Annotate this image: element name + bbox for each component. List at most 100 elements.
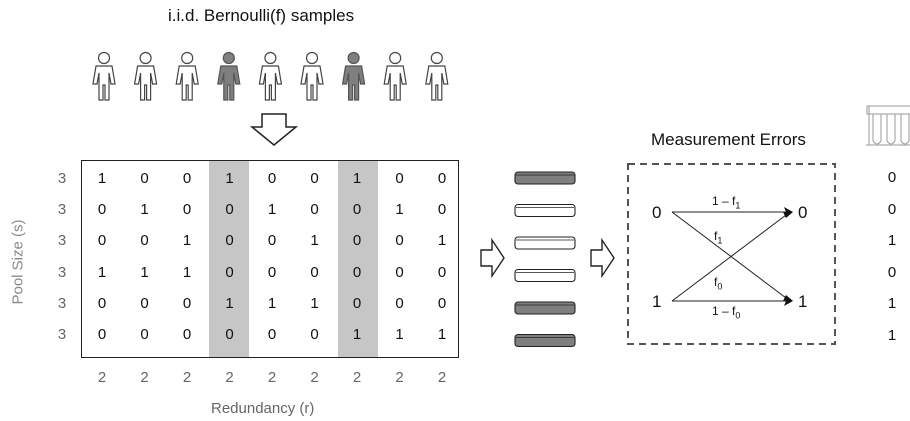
matrix-cell: 1 xyxy=(395,201,404,219)
matrix-cell: 0 xyxy=(395,263,404,281)
redundancy-label: 2 xyxy=(352,369,362,386)
matrix-cell: 0 xyxy=(267,170,277,187)
person-icon xyxy=(341,51,366,101)
matrix-cell: 1 xyxy=(437,326,447,343)
matrix-cell: 0 xyxy=(352,232,362,250)
matrix-cell: 0 xyxy=(395,170,404,187)
matrix-cell: 1 xyxy=(140,263,149,281)
redundancy-label: 2 xyxy=(182,369,192,386)
matrix-cell: 1 xyxy=(182,232,192,250)
matrix-cell: 1 xyxy=(352,170,362,187)
pool-size-label: 3 xyxy=(57,201,67,219)
matrix-cell: 1 xyxy=(225,170,234,187)
matrix-cell: 0 xyxy=(352,201,362,219)
output-value: 0 xyxy=(887,200,897,218)
matrix-cell: 0 xyxy=(310,263,319,281)
person-icon xyxy=(258,51,283,101)
channel-output-1: 1 xyxy=(798,292,808,311)
matrix-cell: 0 xyxy=(97,326,107,343)
redundancy-label: 2 xyxy=(437,369,447,386)
person-icon xyxy=(175,51,199,101)
shaded-column xyxy=(209,161,249,357)
matrix-cell: 0 xyxy=(140,294,149,312)
matrix-cell: 1 xyxy=(310,232,319,250)
person-icon xyxy=(217,51,241,101)
matrix-cell: 0 xyxy=(267,263,277,281)
pool-positive xyxy=(514,171,576,185)
matrix-cell: 0 xyxy=(395,232,404,250)
person-icon xyxy=(133,51,158,101)
right-arrow-icon xyxy=(480,237,505,279)
test-tube-rack-icon xyxy=(866,105,910,146)
matrix-cell: 0 xyxy=(352,263,362,281)
matrix-cell: 0 xyxy=(352,294,362,312)
matrix-cell: 1 xyxy=(97,263,107,281)
redundancy-label: 2 xyxy=(395,369,404,386)
matrix-cell: 0 xyxy=(225,263,234,281)
matrix-cell: 0 xyxy=(267,326,277,343)
matrix-cell: 1 xyxy=(225,294,234,312)
channel-input-0: 0 xyxy=(652,203,662,222)
matrix-cell: 0 xyxy=(267,232,277,250)
label-cross-top: f1 xyxy=(714,229,723,246)
redundancy-label: 2 xyxy=(97,369,107,386)
down-arrow-icon xyxy=(249,113,299,146)
matrix-cell: 0 xyxy=(182,294,192,312)
person-icon xyxy=(92,51,116,101)
diagram-title: i.i.d. Bernoulli(f) samples xyxy=(168,6,355,25)
matrix-cell: 1 xyxy=(182,263,192,281)
person-icon xyxy=(300,51,324,101)
output-value: 1 xyxy=(887,326,897,344)
x-axis-label: Redundancy (r) xyxy=(211,400,315,417)
matrix-cell: 1 xyxy=(395,326,404,343)
y-axis-label: Pool Size (s) xyxy=(9,219,27,305)
matrix-cell: 1 xyxy=(267,294,277,312)
output-value: 0 xyxy=(887,169,897,186)
person-icon xyxy=(383,51,407,101)
matrix-cell: 1 xyxy=(310,294,319,312)
pool-size-label: 3 xyxy=(57,232,67,250)
label-cross-bottom: f0 xyxy=(714,275,723,292)
people-row xyxy=(92,51,449,101)
matrix-cell: 0 xyxy=(97,232,107,250)
label-bottom-transition: 1 – f0 xyxy=(712,304,741,321)
redundancy-label: 2 xyxy=(310,369,319,386)
pool-negative xyxy=(514,268,576,283)
matrix-cell: 0 xyxy=(182,326,192,343)
channel-lines xyxy=(671,211,791,302)
right-arrow-icon xyxy=(590,237,615,279)
matrix-cell: 0 xyxy=(310,326,319,343)
matrix-cell: 1 xyxy=(97,170,107,187)
pool-positive xyxy=(514,333,576,348)
matrix-cell: 1 xyxy=(352,326,362,343)
redundancy-label: 2 xyxy=(225,369,234,386)
channel-box xyxy=(627,163,836,345)
matrix-cell: 1 xyxy=(140,201,149,219)
matrix-cell: 1 xyxy=(437,232,447,250)
shaded-column xyxy=(338,161,378,357)
pool-size-label: 3 xyxy=(57,294,67,312)
matrix-cell: 0 xyxy=(225,326,234,343)
matrix-cell: 0 xyxy=(140,232,149,250)
matrix-cell: 0 xyxy=(97,201,107,219)
pool-stack xyxy=(514,171,576,348)
matrix-cell: 0 xyxy=(437,263,447,281)
matrix-cell: 0 xyxy=(97,294,107,312)
matrix-cell: 1 xyxy=(267,201,277,219)
channel-input-1: 1 xyxy=(652,292,662,311)
label-top-transition: 1 – f1 xyxy=(712,194,741,211)
pool-positive xyxy=(514,301,576,315)
output-value: 1 xyxy=(887,295,897,312)
pool-size-label: 3 xyxy=(57,326,67,343)
matrix-cell: 0 xyxy=(310,201,319,219)
matrix-cell: 0 xyxy=(310,170,319,187)
pool-size-label: 3 xyxy=(57,170,67,187)
pool-negative xyxy=(514,203,576,218)
matrix-cell: 0 xyxy=(225,201,234,219)
pool-size-label: 3 xyxy=(57,263,67,281)
pool-negative xyxy=(514,236,576,250)
channel-arrowheads xyxy=(783,207,793,306)
output-value: 1 xyxy=(887,232,897,249)
matrix-cell: 0 xyxy=(437,201,447,219)
